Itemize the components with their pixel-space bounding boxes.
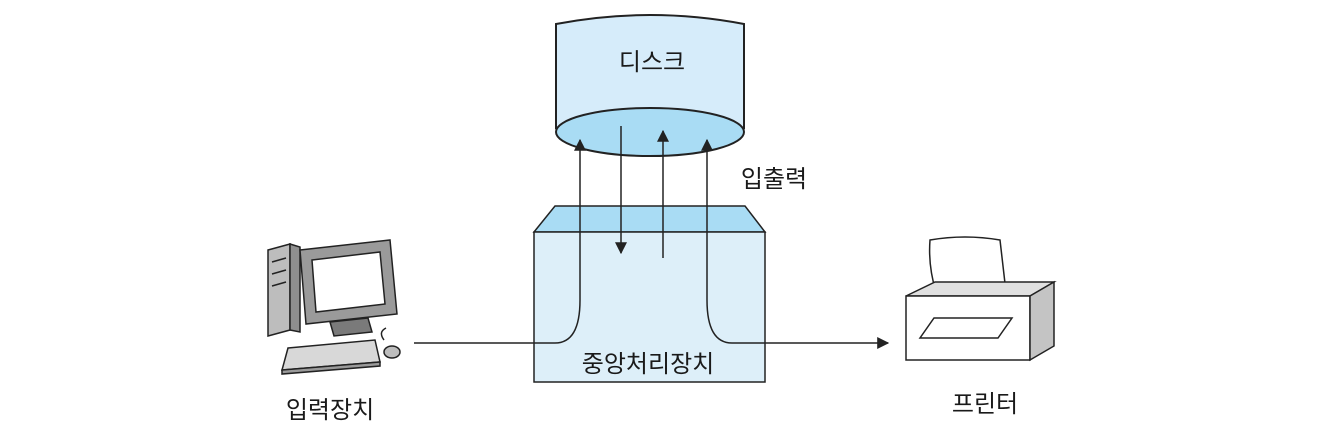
input-device-label: 입력장치 <box>286 396 374 424</box>
output-flow-line <box>706 299 890 349</box>
desktop-computer-icon <box>267 239 401 375</box>
io-arrows <box>574 126 713 300</box>
disk-cylinder-icon <box>555 14 745 157</box>
io-label: 입출력 <box>741 165 807 193</box>
input-flow-line <box>414 299 581 344</box>
disk-label: 디스크 <box>619 48 685 76</box>
printer-label: 프린터 <box>952 390 1018 418</box>
cpu-label: 중앙처리장치 <box>582 350 714 378</box>
printer-icon <box>905 236 1057 362</box>
cpu-box <box>532 205 767 383</box>
